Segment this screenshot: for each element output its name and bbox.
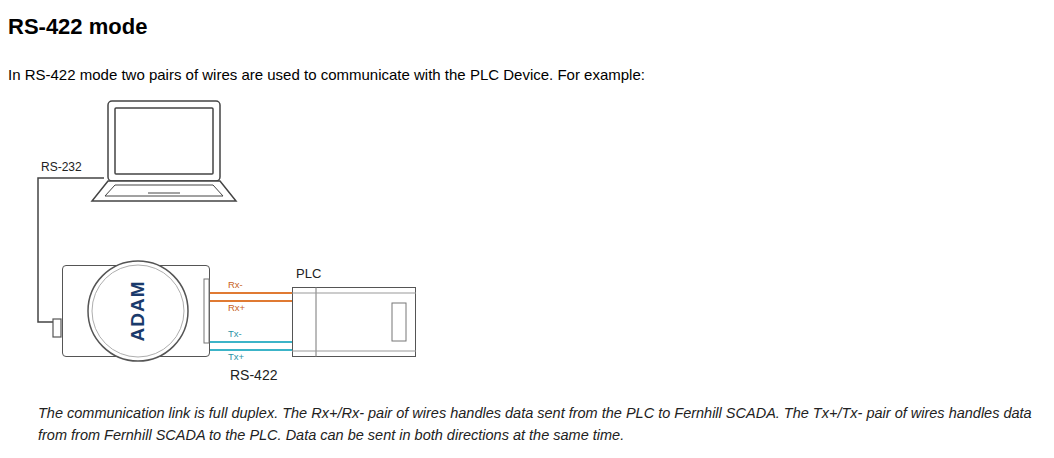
signal-wire (210, 292, 292, 294)
caption: The communication link is full duplex. T… (38, 402, 1043, 446)
intro-text: In RS-422 mode two pairs of wires are us… (8, 66, 645, 83)
signal-wire (210, 341, 292, 343)
converter-device: ADAM (62, 265, 210, 357)
plc-housing (292, 287, 416, 357)
device-label: PLC (296, 266, 321, 281)
converter-dial-ring (92, 265, 184, 357)
converter-dial (88, 261, 188, 361)
brand-label: ADAM (127, 280, 149, 341)
plc-detail (292, 287, 416, 357)
laptop-illustration (92, 101, 236, 201)
signal-wire (210, 300, 292, 302)
signal-wire (210, 349, 292, 351)
signal-name: Tx- (228, 329, 242, 339)
rs232-port (53, 319, 61, 337)
port-label: RS-232 (41, 160, 82, 174)
page-title: RS-422 mode (8, 14, 147, 40)
signal-name: Rx+ (228, 303, 245, 313)
signal-name: Rx- (228, 280, 243, 290)
port-label: RS-422 (230, 367, 277, 383)
plc-device: PLC (292, 268, 416, 357)
signal-name: Tx+ (228, 352, 244, 362)
terminal-block (204, 279, 209, 343)
